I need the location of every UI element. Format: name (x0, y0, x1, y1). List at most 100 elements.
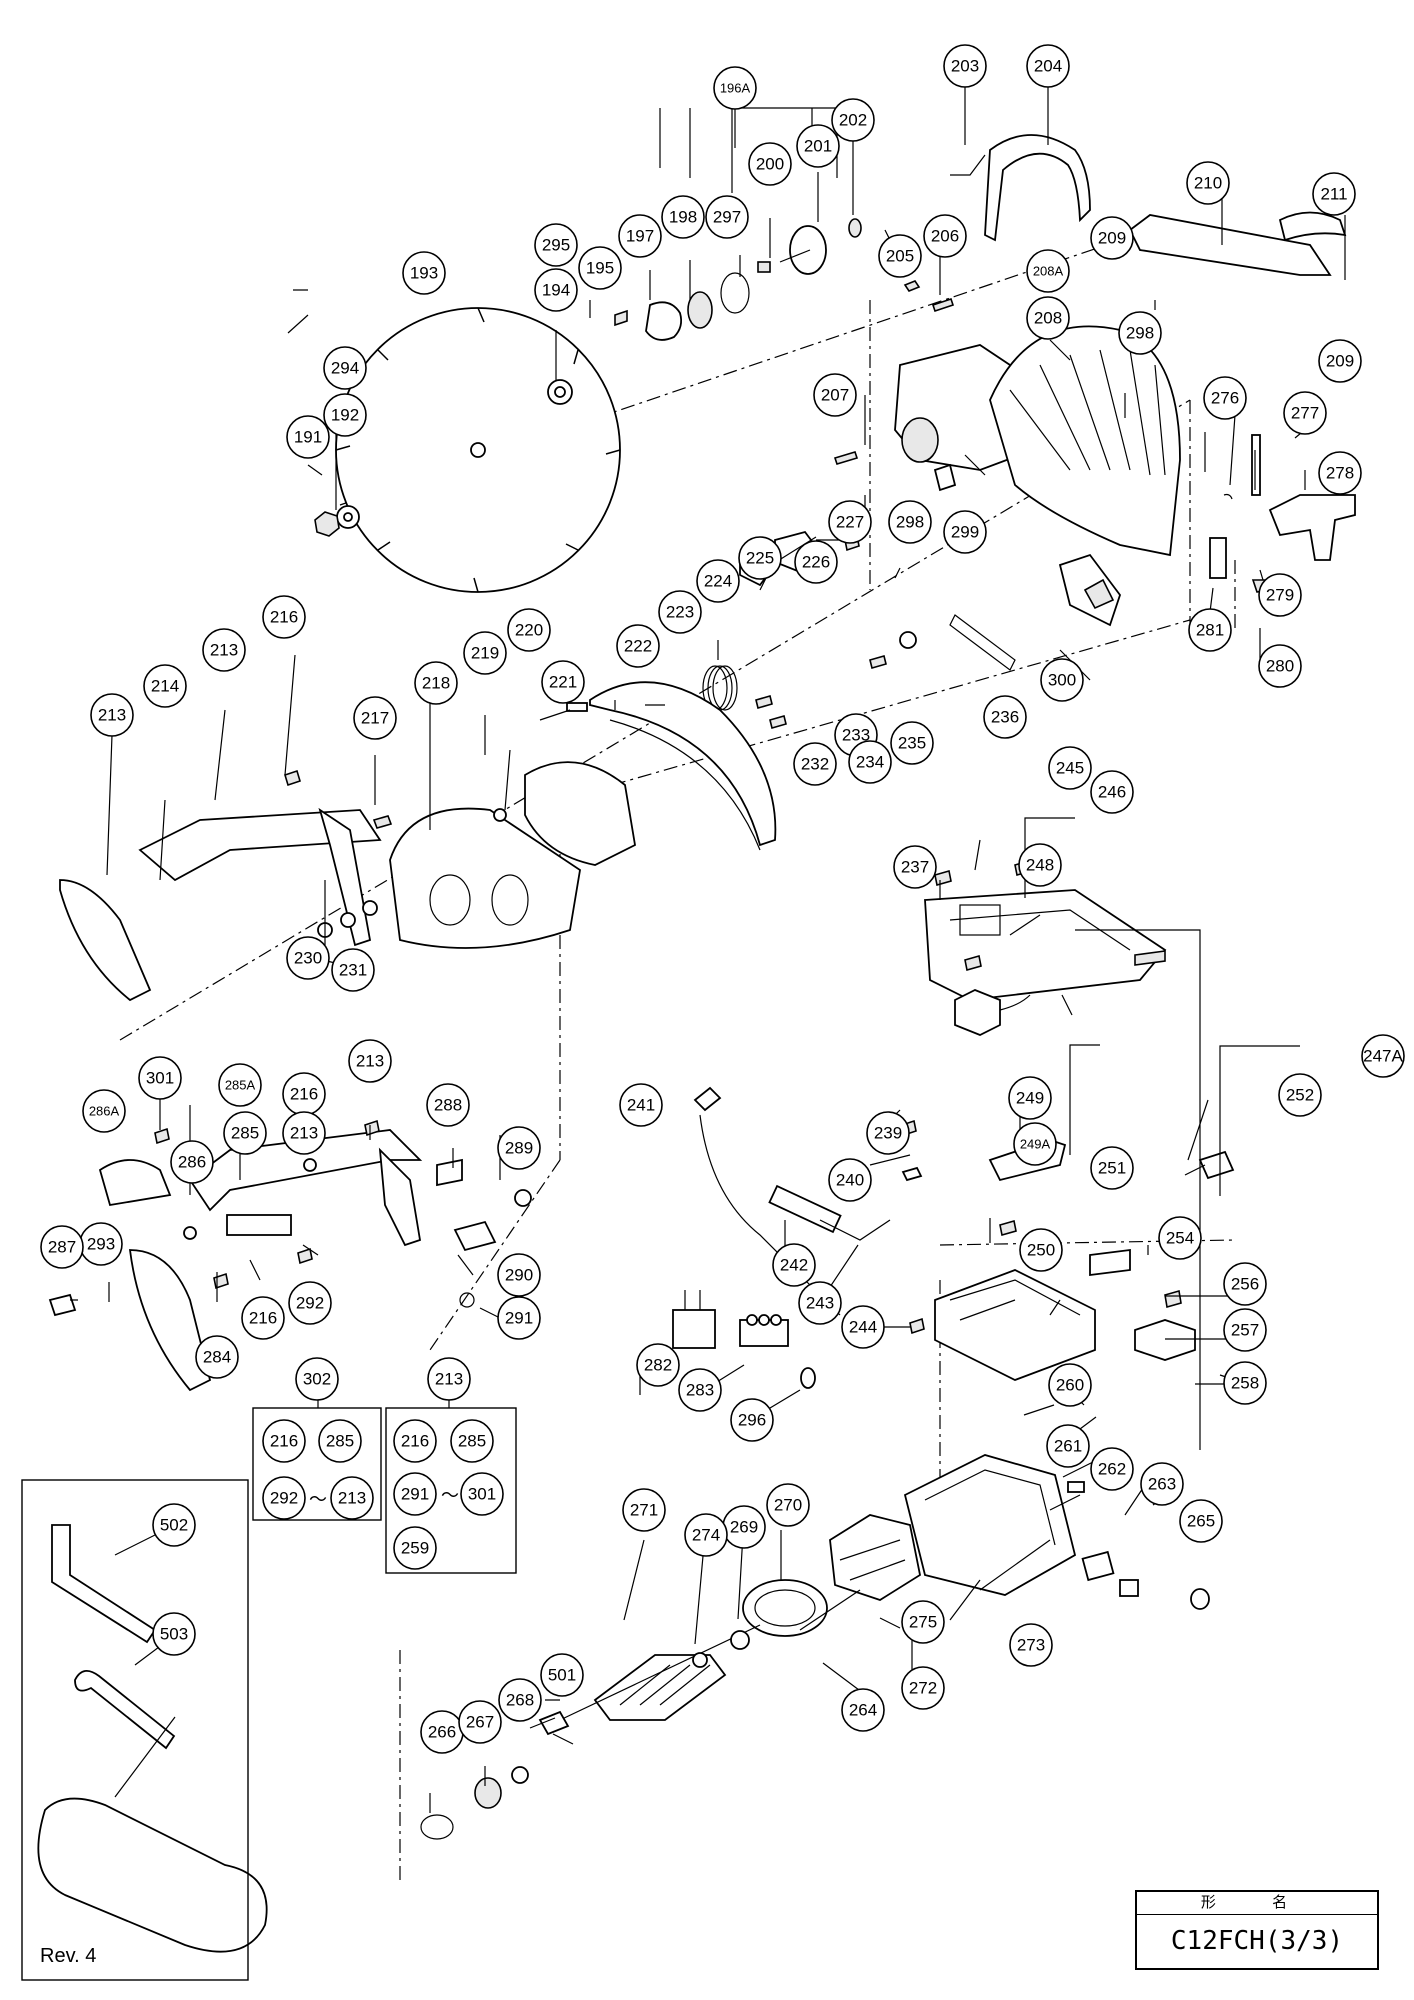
part-label-296: 296 (730, 1398, 774, 1442)
part-label-208a: 208A (1026, 249, 1070, 293)
part-label-202: 202 (831, 98, 875, 142)
label-number: 290 (505, 1266, 533, 1285)
part-label-288: 288 (426, 1083, 470, 1127)
label-number: 230 (294, 949, 322, 968)
label-circle (1278, 1073, 1322, 1117)
part-label-222: 222 (616, 624, 660, 668)
label-circle (890, 721, 934, 765)
label-number: 208 (1034, 309, 1062, 328)
part-label-291: 291 (393, 1472, 437, 1516)
label-number: 193 (410, 264, 438, 283)
part-label-243: 243 (798, 1281, 842, 1325)
label-circle (458, 1700, 502, 1744)
label-circle (262, 1476, 306, 1520)
part-label-282: 282 (636, 1343, 680, 1387)
label-number: 201 (804, 137, 832, 156)
label-number: 257 (1231, 1321, 1259, 1340)
label-circle (1090, 770, 1134, 814)
label-number: 206 (931, 227, 959, 246)
label-circle (841, 1305, 885, 1349)
label-number: 284 (203, 1348, 231, 1367)
label-circle (463, 631, 507, 675)
label-circle (1186, 161, 1230, 205)
label-number: 283 (686, 1381, 714, 1400)
label-number: 252 (1286, 1086, 1314, 1105)
part-label-258: 258 (1223, 1361, 1267, 1405)
label-number: 502 (160, 1516, 188, 1535)
part-label-216: 216 (262, 1419, 306, 1463)
label-number: 216 (270, 608, 298, 627)
label-number: 216 (270, 1432, 298, 1451)
part-label-277: 277 (1283, 391, 1327, 435)
part-label-225: 225 (738, 536, 782, 580)
label-number: 300 (1048, 671, 1076, 690)
label-number: 241 (627, 1096, 655, 1115)
label-number: 280 (1266, 657, 1294, 676)
switch (954, 989, 1001, 1036)
label-number: 276 (1211, 389, 1239, 408)
tail-cover (934, 1269, 1096, 1381)
label-number: 194 (542, 281, 570, 300)
kit-range-tilde: ～ (441, 1486, 459, 1507)
part-label-294: 294 (323, 346, 367, 390)
label-circle (152, 1612, 196, 1656)
fan-guide (742, 1579, 828, 1637)
label-circle (323, 346, 367, 390)
field-coil (829, 1514, 922, 1601)
part-label-285a: 285A (218, 1063, 262, 1107)
label-circle (658, 590, 702, 634)
label-number: 204 (1034, 57, 1062, 76)
label-circle (353, 696, 397, 740)
label-number: 293 (87, 1235, 115, 1254)
label-circle (262, 595, 306, 639)
label-circle (90, 693, 134, 737)
part-label-237: 237 (893, 845, 937, 889)
label-circle (578, 246, 622, 290)
part-label-254: 254 (1158, 1216, 1202, 1260)
part-label-217: 217 (353, 696, 397, 740)
part-label-213: 213 (202, 628, 246, 672)
label-number: 216 (249, 1309, 277, 1328)
label-number: 211 (1320, 185, 1347, 204)
label-circle (170, 1140, 214, 1184)
part-label-275: 275 (901, 1600, 945, 1644)
part-label-250: 250 (1019, 1228, 1063, 1272)
label-circle (323, 393, 367, 437)
label-number: 196A (720, 81, 751, 96)
label-circle (1203, 376, 1247, 420)
label-circle (393, 1526, 437, 1570)
label-circle (1223, 1262, 1267, 1306)
part-label-293: 293 (79, 1222, 123, 1266)
capacitor (672, 1309, 716, 1349)
part-label-285: 285 (450, 1419, 494, 1463)
label-number: 245 (1056, 759, 1084, 778)
part-label-213: 213 (330, 1476, 374, 1520)
label-number: 286 (178, 1153, 206, 1172)
label-number: 301 (468, 1485, 496, 1504)
upper-blade-guard (989, 325, 1181, 557)
label-circle (798, 1281, 842, 1325)
part-label-213: 213 (90, 693, 134, 737)
label-number: 288 (434, 1096, 462, 1115)
label-circle (1019, 1228, 1063, 1272)
label-circle (1283, 391, 1327, 435)
bearing-cap (645, 301, 683, 341)
label-circle (82, 1089, 126, 1133)
spindle-gear (779, 218, 862, 275)
label-number: 292 (270, 1489, 298, 1508)
label-circle (1090, 216, 1134, 260)
label-circle (1048, 1363, 1092, 1407)
label-circle (414, 661, 458, 705)
part-label-269: 269 (722, 1505, 766, 1549)
part-label-279: 279 (1258, 573, 1302, 617)
label-number: 200 (756, 155, 784, 174)
label-number: 267 (466, 1713, 494, 1732)
part-label-285: 285 (223, 1111, 267, 1155)
label-circle (943, 510, 987, 554)
part-label-216: 216 (241, 1296, 285, 1340)
label-number: 286A (89, 1104, 120, 1119)
part-label-239: 239 (866, 1111, 910, 1155)
label-number: 213 (338, 1489, 366, 1508)
part-label-262: 262 (1090, 1447, 1134, 1491)
label-circle (497, 1253, 541, 1297)
